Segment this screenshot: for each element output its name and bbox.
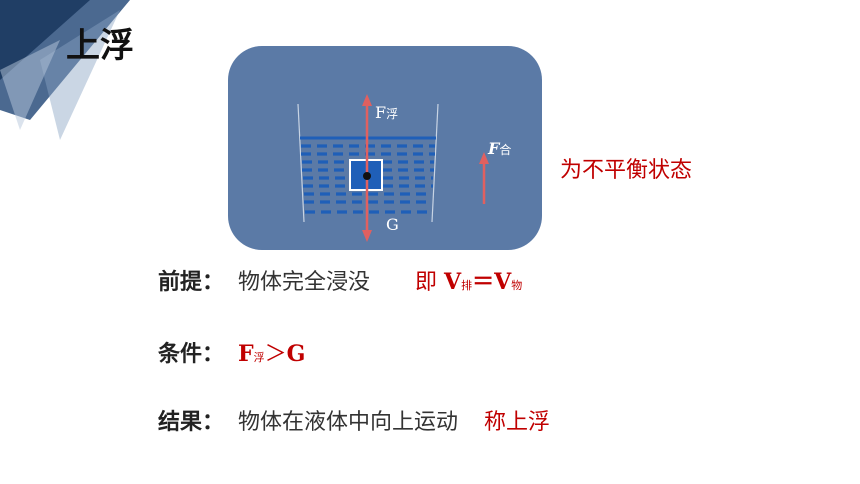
- center-point: [363, 172, 371, 180]
- premise-row: 前提：物体完全浸没 即 V排＝V物: [158, 264, 522, 296]
- container-right-wall: [431, 103, 439, 223]
- buoyancy-diagram: F浮 G F合: [228, 46, 542, 250]
- buoyancy-arrowhead: [362, 94, 372, 106]
- corner-decoration: [0, 0, 130, 140]
- gravity-symbol: G: [286, 341, 306, 367]
- greater-than-sign: ＞: [264, 342, 287, 367]
- v-object: V: [494, 269, 512, 295]
- page-title: 上浮: [66, 26, 134, 66]
- container-left-wall: [297, 103, 305, 223]
- v-displaced-sub: 排: [461, 279, 473, 292]
- result-row: 结果： 物体在液体中向上运动称上浮: [158, 404, 550, 436]
- result-suffix: 称上浮: [484, 410, 551, 435]
- premise-equation: 即 V排＝V物: [415, 269, 523, 295]
- v-object-sub: 物: [511, 279, 523, 292]
- result-label: 结果：: [158, 410, 225, 435]
- net-force-arrowhead: [479, 152, 489, 164]
- buoyant-force: F: [238, 341, 254, 367]
- buoyant-force-sub: 浮: [253, 351, 265, 364]
- condition-row: 条件： F浮＞G: [158, 336, 305, 368]
- condition-label: 条件：: [158, 342, 225, 367]
- premise-label: 前提：: [158, 270, 225, 295]
- v-displaced: V: [444, 269, 462, 295]
- net-force-label: F合: [487, 139, 511, 158]
- gravity-label: G: [386, 215, 399, 234]
- equation-prefix: 即: [415, 270, 445, 295]
- result-text: 物体在液体中向上运动: [238, 410, 459, 435]
- buoyancy-label: F浮: [375, 103, 398, 122]
- condition-formula: F浮＞G: [238, 341, 306, 367]
- net-force-note: 为不平衡状态: [560, 158, 693, 183]
- premise-text: 物体完全浸没: [238, 270, 371, 295]
- gravity-arrowhead: [362, 230, 372, 242]
- equals-sign: ＝: [472, 269, 495, 295]
